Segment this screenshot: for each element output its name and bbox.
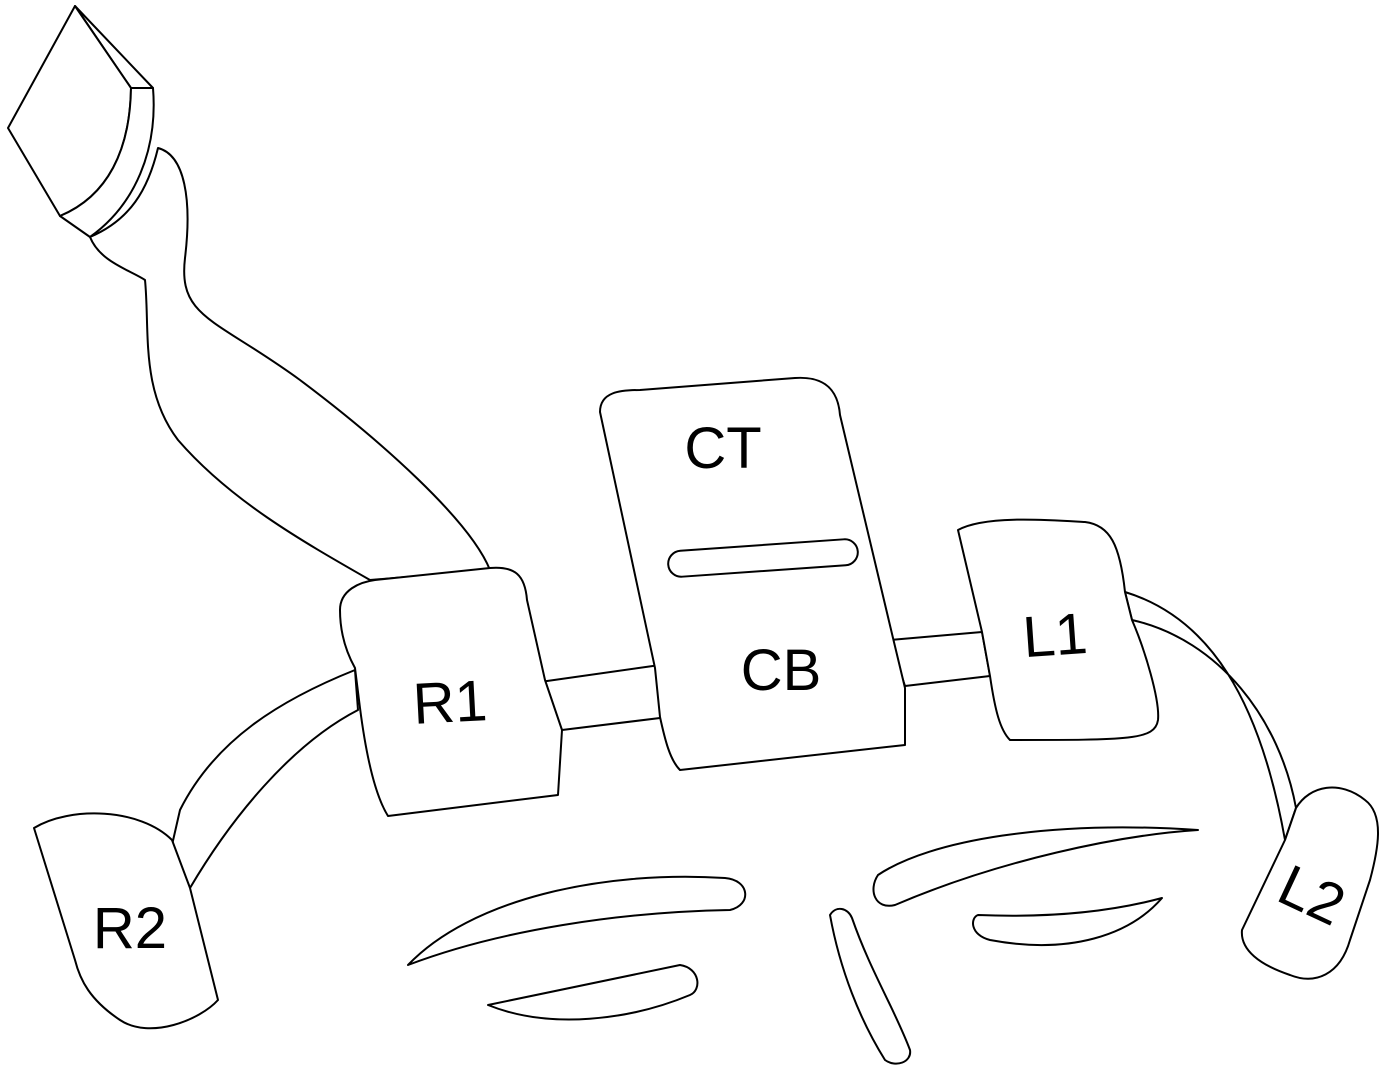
cutout-left-upper	[407, 875, 747, 966]
connector-head	[7, 5, 155, 238]
cutout-center	[829, 907, 912, 1065]
label-ct: CT	[684, 416, 761, 481]
pad-slot	[667, 538, 859, 578]
cutout-left-lower	[487, 964, 699, 1021]
pad-ct-cb	[599, 376, 906, 771]
connector-tail	[89, 147, 491, 581]
pad-l2	[1240, 786, 1379, 980]
curved-cutouts	[407, 826, 1199, 1065]
arm-r1-r2	[171, 669, 359, 889]
strip-cb-l1	[889, 631, 991, 687]
label-r1: R1	[411, 668, 488, 737]
label-l1: L1	[1021, 601, 1090, 670]
cutout-right-upper	[872, 826, 1199, 907]
pad-r1	[339, 566, 563, 817]
cutout-right-lower	[972, 897, 1163, 946]
pad-r2	[33, 812, 219, 1030]
pad-l1	[957, 518, 1160, 741]
label-r2: R2	[93, 896, 167, 961]
label-cb: CB	[741, 638, 822, 703]
